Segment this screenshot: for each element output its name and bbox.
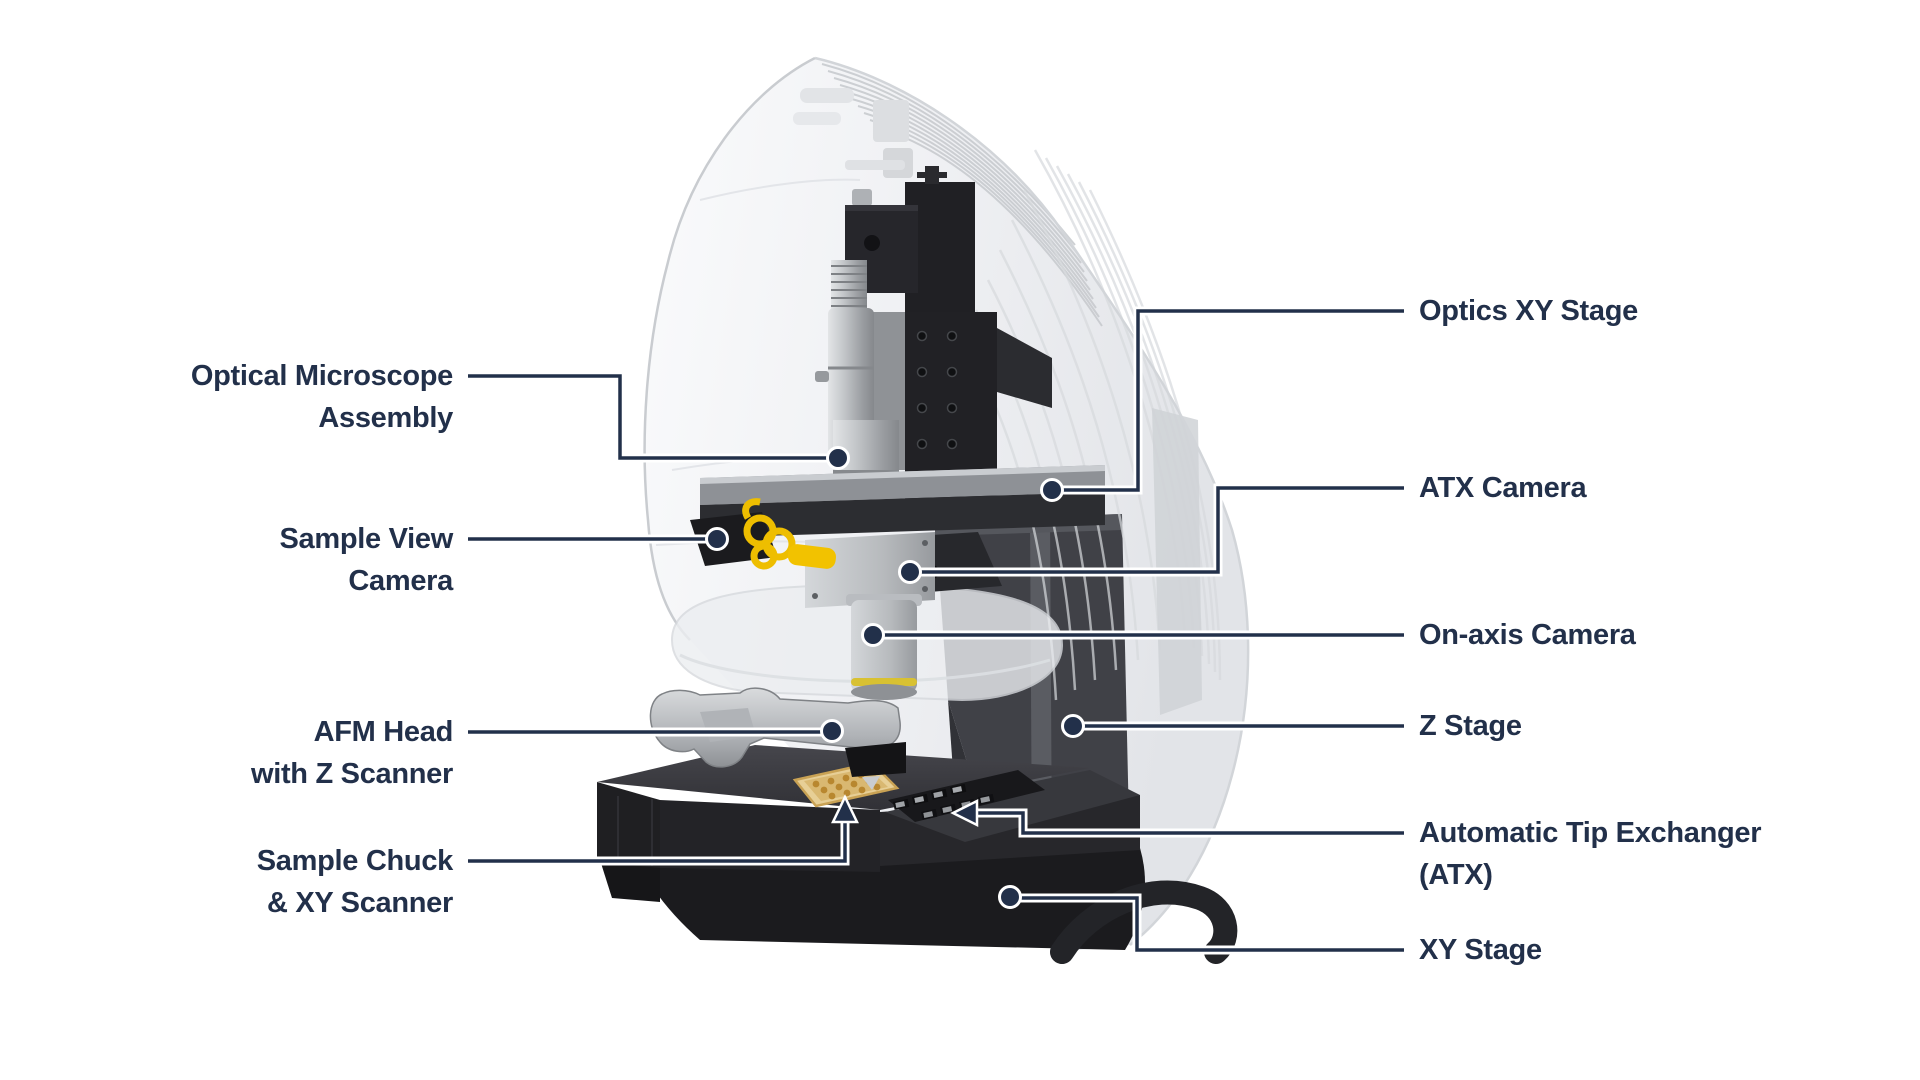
camera-box-knob [852,189,872,206]
label-line: with Z Scanner [250,758,453,790]
label-sample-view-camera: Sample View Camera [113,518,454,602]
dot-optics-xy-stage [1040,478,1064,502]
label-line: XY Stage [1419,934,1542,966]
label-line: Assembly [318,402,453,434]
dome-shelf-lip [679,653,1051,683]
dot-z-stage [1061,714,1085,738]
label-z-stage: Z Stage [1419,705,1522,747]
label-line: Automatic Tip Exchanger [1419,817,1762,849]
label-line: Optical Microscope [190,360,453,392]
xy-stage-base [597,745,1145,950]
label-afm-head-with-z-scanner: AFM Head with Z Scanner [113,711,453,795]
leader-lines [468,306,1404,955]
dot-atx-camera [898,560,922,584]
leader-sample-chuck [468,820,847,863]
label-line: Optics XY Stage [1419,295,1638,327]
leader-optical-microscope-assembly [468,374,830,460]
hood-cut-edge [643,56,816,641]
label-line: Sample View [279,523,454,555]
leader-atx-camera [919,486,1404,574]
base-pedestal [640,848,1145,950]
camera-box-lens [864,235,880,251]
dot-optical-microscope-assembly [826,446,850,470]
arrow-sample-chuck [831,794,859,824]
optics-column [649,166,1105,790]
base-front-face [660,800,880,872]
dot-sample-view-camera [705,527,729,551]
label-xy-stage: XY Stage [1419,929,1542,971]
label-line: Z Stage [1419,710,1522,742]
label-line: (ATX) [1419,859,1493,891]
label-on-axis-camera: On-axis Camera [1419,614,1636,656]
tower-screw-cross [917,172,947,178]
label-sample-chuck-xy-scanner: Sample Chuck & XY Scanner [113,840,454,924]
label-line: & XY Scanner [266,887,453,919]
dot-afm-head [820,719,844,743]
tube-side-pin [815,371,829,382]
leader-xy-stage [1019,896,1404,952]
leader-atx [976,811,1404,835]
label-line: ATX Camera [1419,472,1587,504]
knurled-cylinder [831,260,867,310]
label-automatic-tip-exchanger: Automatic Tip Exchanger (ATX) [1419,812,1762,896]
hood-inner-details [793,88,913,178]
side-cover-strip [1152,408,1202,715]
label-line: On-axis Camera [1419,619,1636,651]
atx-platform-top [885,770,1140,842]
base-panel-seam [617,796,653,866]
label-line: Camera [348,565,453,597]
camera-box-edge [845,205,918,211]
dot-xy-stage [998,885,1022,909]
optics-xy-stage-plate [700,465,1105,538]
on-axis-camera-cylinder [846,594,922,700]
label-atx-camera: ATX Camera [1419,467,1587,509]
carry-handle [1050,880,1238,964]
label-line: Sample Chuck [256,845,454,877]
label-line: AFM Head [313,716,454,748]
yellow-cable-connector [787,544,837,569]
arrow-atx [950,798,979,828]
label-optics-xy-stage: Optics XY Stage [1419,290,1638,332]
base-foot [600,860,660,902]
label-optical-microscope-assembly: Optical Microscope Assembly [113,355,453,439]
leader-optics-xy-stage [1061,309,1404,492]
base-left-face [597,782,660,868]
dot-on-axis-camera [861,623,885,647]
yellow-cable [742,498,796,570]
